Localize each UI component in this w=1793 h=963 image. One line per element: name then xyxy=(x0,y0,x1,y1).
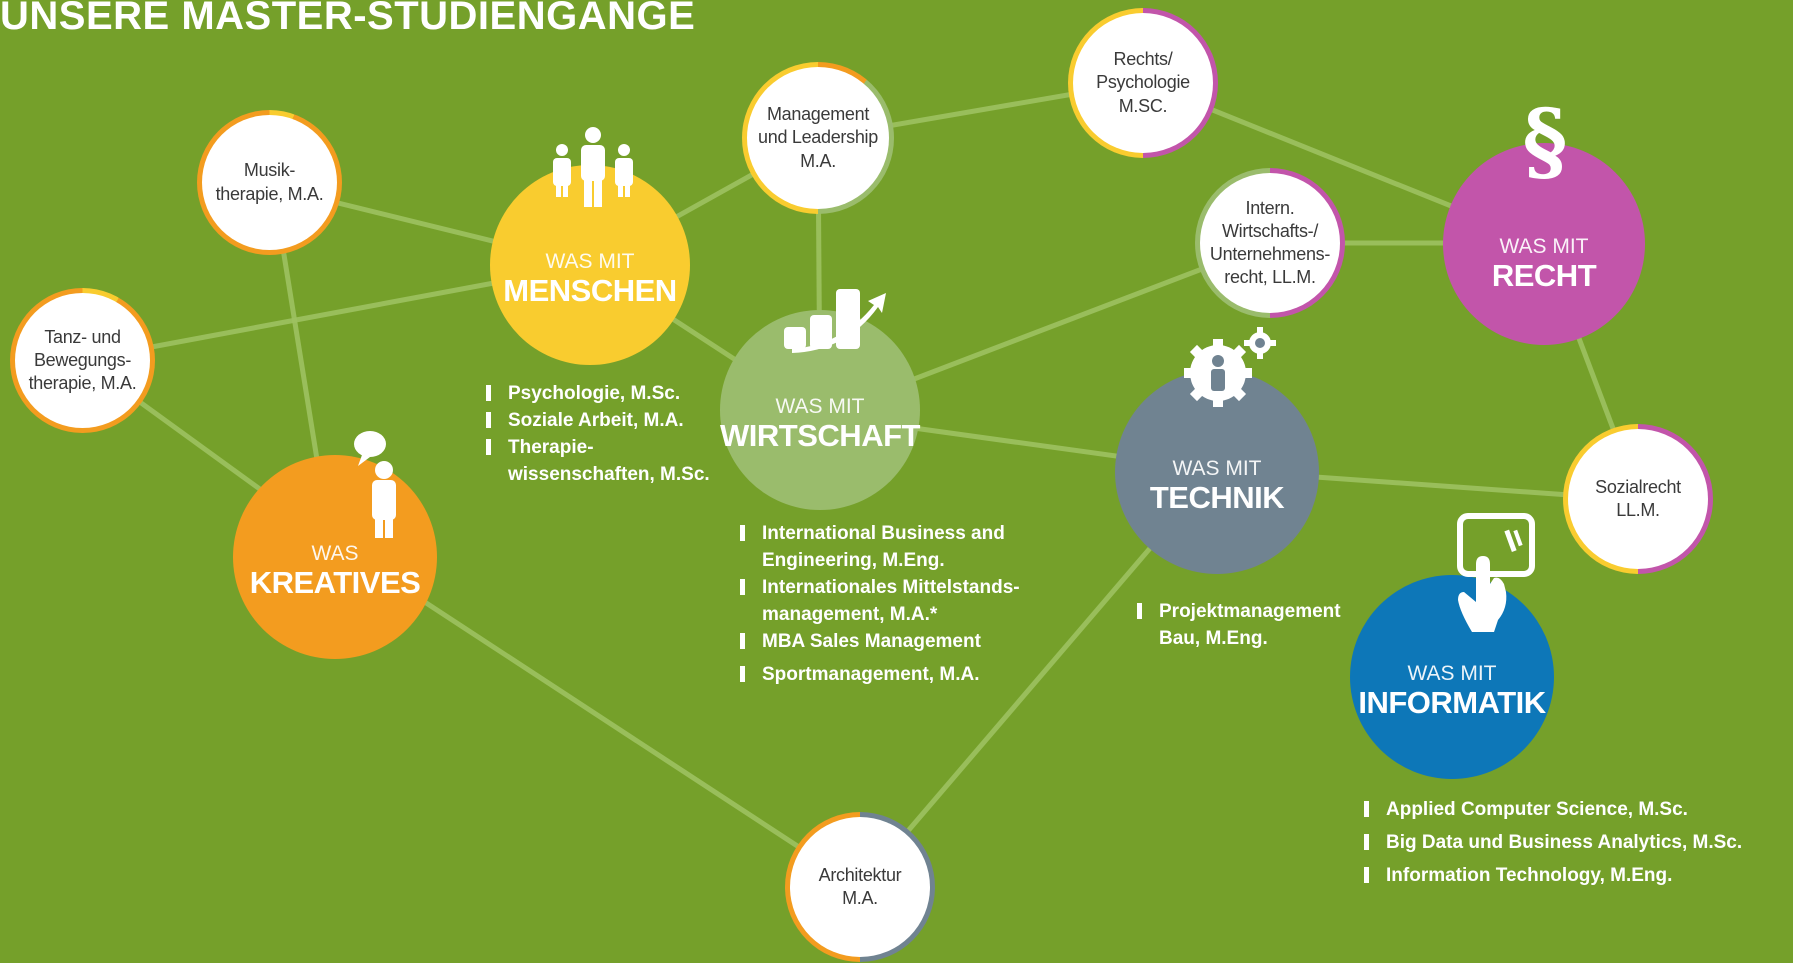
list-informatik: Applied Computer Science, M.Sc. Big Data… xyxy=(1362,796,1782,889)
hub-informatik-pre: WAS MIT xyxy=(1407,662,1497,686)
node-architektur-label: Architektur M.A. xyxy=(818,864,902,908)
node-rechtspsychologie[interactable]: Rechts/ Psychologie M.SC. xyxy=(1068,8,1218,158)
paragraph-icon: § xyxy=(1522,91,1568,192)
node-tanztherapie[interactable]: Tanz- und Bewegungs- therapie, M.A. xyxy=(10,288,155,433)
hub-wirtschaft-pre: WAS MIT xyxy=(775,395,865,419)
hub-informatik-label: INFORMATIK xyxy=(1358,684,1546,720)
list-item[interactable]: Sportmanagement, M.A. xyxy=(738,661,1058,688)
hub-kreatives-label: KREATIVES xyxy=(249,564,421,600)
node-tanztherapie-face: Tanz- und Bewegungs- therapie, M.A. xyxy=(15,293,150,428)
people-icon xyxy=(553,127,633,207)
node-rechtspsychologie-face: Rechts/ Psychologie M.SC. xyxy=(1073,13,1213,153)
gear-person-icon xyxy=(1184,327,1276,407)
list-item[interactable]: Information Technology, M.Eng. xyxy=(1362,862,1782,889)
node-musiktherapie[interactable]: Musik- therapie, M.A. xyxy=(197,110,342,255)
hub-technik-label: TECHNIK xyxy=(1149,479,1285,515)
list-item[interactable]: Psychologie, M.Sc. xyxy=(484,380,744,407)
list-item[interactable]: Internationales Mittelstands- management… xyxy=(738,574,1058,628)
node-sozialrecht-label: Sozialrecht LL.M. xyxy=(1595,476,1681,520)
node-tanztherapie-label: Tanz- und Bewegungs- therapie, M.A. xyxy=(28,326,137,394)
hub-menschen-label: MENSCHEN xyxy=(503,272,677,308)
list-item[interactable]: Applied Computer Science, M.Sc. xyxy=(1362,796,1782,823)
list-item[interactable]: Soziale Arbeit, M.A. xyxy=(484,407,744,434)
list-item[interactable]: Projektmanagement Bau, M.Eng. xyxy=(1135,598,1365,652)
hub-kreatives[interactable]: WAS KREATIVES xyxy=(233,455,437,659)
list-menschen: Psychologie, M.Sc. Soziale Arbeit, M.A. … xyxy=(484,380,744,488)
node-architektur-face: Architektur M.A. xyxy=(790,817,930,957)
hub-menschen[interactable]: WAS MIT MENSCHEN xyxy=(490,165,690,365)
node-management-label: Management und Leadership M.A. xyxy=(758,104,878,171)
hub-recht[interactable]: WAS MIT RECHT xyxy=(1443,143,1645,345)
hub-menschen-pre: WAS MIT xyxy=(545,250,635,274)
list-item[interactable]: MBA Sales Management xyxy=(738,628,1058,655)
node-sozialrecht[interactable]: Sozialrecht LL.M. xyxy=(1563,424,1713,574)
list-item[interactable]: International Business and Engineering, … xyxy=(738,520,1058,574)
node-wirtschaftsrecht-label: Intern. Wirtschafts-/ Unternehmens- rech… xyxy=(1209,197,1331,288)
hub-recht-label: RECHT xyxy=(1491,257,1597,293)
hub-recht-pre: WAS MIT xyxy=(1499,235,1589,259)
node-architektur[interactable]: Architektur M.A. xyxy=(785,812,935,962)
node-wirtschaftsrecht[interactable]: Intern. Wirtschafts-/ Unternehmens- rech… xyxy=(1195,168,1345,318)
list-item[interactable]: Big Data und Business Analytics, M.Sc. xyxy=(1362,829,1782,856)
growth-chart-icon xyxy=(784,289,886,353)
hub-informatik[interactable]: WAS MIT INFORMATIK xyxy=(1350,575,1554,779)
speaking-person-icon xyxy=(354,431,396,538)
hub-wirtschaft-label: WIRTSCHAFT xyxy=(720,417,920,453)
list-item[interactable]: Therapie- wissenschaften, M.Sc. xyxy=(484,434,744,488)
node-management-face: Management und Leadership M.A. xyxy=(747,67,889,209)
list-wirtschaft: International Business and Engineering, … xyxy=(738,520,1058,688)
node-sozialrecht-face: Sozialrecht LL.M. xyxy=(1568,429,1708,569)
page-title: UNSERE MASTER-STUDIENGÄNGE xyxy=(0,0,696,38)
node-rechtspsychologie-label: Rechts/ Psychologie M.SC. xyxy=(1096,49,1190,116)
node-musiktherapie-face: Musik- therapie, M.A. xyxy=(202,115,337,250)
node-management[interactable]: Management und Leadership M.A. xyxy=(742,62,894,214)
hub-kreatives-pre: WAS xyxy=(311,542,359,566)
node-musiktherapie-label: Musik- therapie, M.A. xyxy=(215,160,324,204)
touchscreen-icon xyxy=(1457,513,1535,632)
list-technik: Projektmanagement Bau, M.Eng. xyxy=(1135,598,1365,652)
hub-technik-pre: WAS MIT xyxy=(1172,457,1262,481)
node-wirtschaftsrecht-face: Intern. Wirtschafts-/ Unternehmens- rech… xyxy=(1200,173,1340,313)
